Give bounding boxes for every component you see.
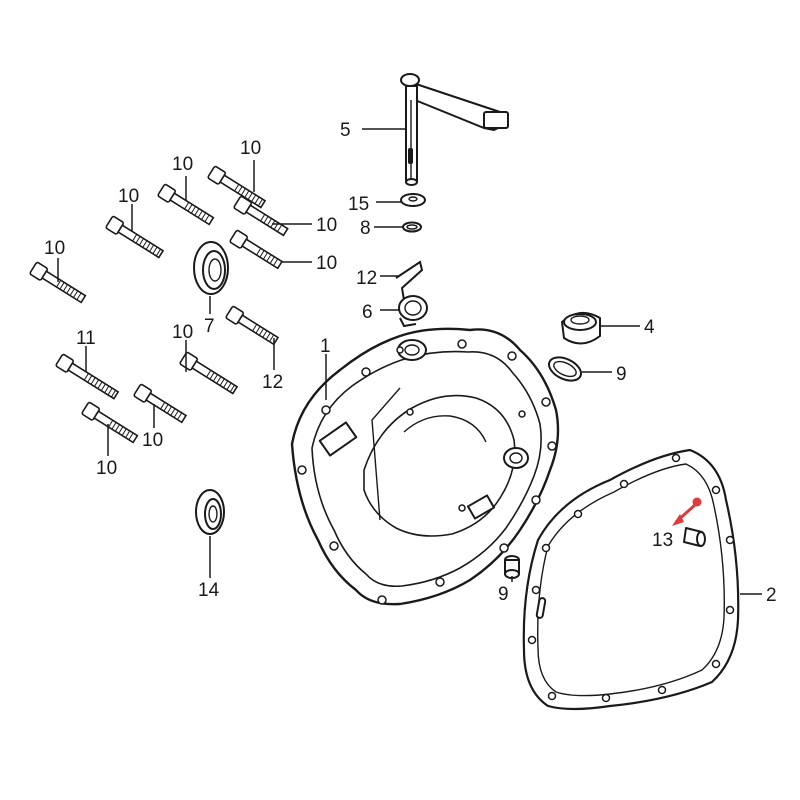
callout-15: 15 — [348, 194, 369, 215]
callout-14: 14 — [198, 580, 220, 601]
callout-10-e: 10 — [44, 238, 65, 259]
callout-5: 5 — [340, 120, 351, 141]
bolt-set — [29, 165, 289, 444]
callout-10-f: 10 — [316, 253, 337, 274]
callout-10-h: 10 — [142, 430, 163, 451]
part-14-oil-seal — [195, 489, 225, 535]
callout-10-b: 10 — [172, 154, 193, 175]
part-15-washer — [400, 193, 426, 207]
bolt-10-e — [229, 229, 284, 270]
callout-9-lower: 9 — [498, 584, 509, 605]
part-6-torsion-spring — [398, 295, 428, 328]
callout-10-a: 10 — [240, 138, 261, 159]
callout-9-upper: 9 — [616, 364, 627, 385]
part-12-spring — [395, 260, 424, 301]
callout-7: 7 — [204, 316, 215, 337]
part-1-crankcase-cover — [290, 327, 560, 606]
part-9-o-ring-upper — [548, 356, 582, 382]
part-13-dowel-pin — [683, 527, 706, 547]
bolt-10-i — [81, 401, 139, 444]
leader-lines — [57, 128, 762, 595]
callout-10-c: 10 — [118, 186, 139, 207]
bolt-10-d — [105, 215, 165, 259]
callout-2: 2 — [766, 585, 777, 606]
part-8-o-ring — [402, 221, 422, 233]
callout-10-i: 10 — [96, 458, 117, 479]
arrow-marker-icon — [672, 497, 702, 526]
callout-12-upper: 12 — [356, 268, 377, 289]
bolt-10-g — [179, 351, 239, 395]
part-9-dowel-lower — [504, 555, 520, 579]
callout-4: 4 — [644, 317, 655, 338]
callout-8: 8 — [360, 218, 371, 239]
callout-10-g: 10 — [172, 322, 193, 343]
bolt-10-f — [29, 261, 87, 304]
bolt-10-b — [157, 183, 215, 226]
callout-13: 13 — [652, 530, 673, 551]
part-5-shift-arm — [400, 73, 509, 186]
callout-1: 1 — [320, 336, 331, 357]
bolt-10-h — [133, 383, 188, 424]
bolt-10-a — [207, 165, 267, 209]
callout-6: 6 — [362, 302, 373, 323]
part-7-oil-seal — [193, 241, 229, 295]
callout-11: 11 — [76, 328, 96, 349]
callout-10-d: 10 — [316, 215, 337, 236]
bolt-12 — [225, 305, 280, 346]
bolt-11 — [55, 353, 120, 400]
callout-labels: 5 15 8 12 6 4 9 1 2 13 9 10 10 10 10 10 … — [44, 120, 777, 606]
part-4-filler-cap — [561, 311, 601, 345]
callout-12-lower: 12 — [262, 372, 283, 393]
part-2-gasket — [522, 448, 740, 711]
